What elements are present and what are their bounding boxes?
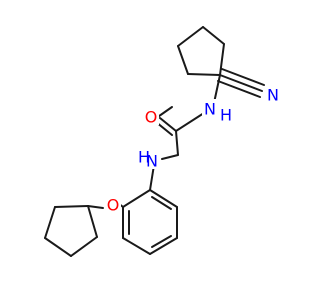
amine-nitrogen-label: N: [146, 152, 158, 171]
atom-o-ether: O: [105, 195, 121, 215]
amide-hydrogen-label: H: [220, 106, 232, 125]
bond-amide-n-to-carbonyl: [175, 112, 205, 132]
molecule-structure: N N H O H N O: [44, 26, 280, 257]
amide-nitrogen-label: N: [204, 100, 216, 119]
nitrile-bond: [217, 68, 265, 98]
amine-hydrogen-label: H: [138, 148, 150, 167]
atom-nh-amine: H N: [138, 148, 160, 171]
bond-amine-n-to-aryl: [149, 164, 155, 191]
atom-n-amide: N H: [202, 99, 232, 125]
bond-carbonyl-to-ch2: [175, 130, 179, 156]
benzene-ring: [122, 189, 178, 255]
bond-ring-to-amide-n: [213, 74, 221, 104]
bond-ether-o-to-cyclopentyl: [87, 205, 104, 209]
cyclopentane-ring-bottom: [44, 205, 98, 257]
ether-oxygen-label: O: [107, 196, 120, 215]
atom-o-carbonyl: O: [143, 107, 159, 127]
carbonyl-oxygen-label: O: [145, 108, 158, 127]
nitrile-nitrogen-label: N: [267, 86, 279, 105]
atom-n-nitrile: N: [266, 85, 280, 105]
cyclopentane-ring-top: [177, 26, 225, 76]
bond-ch2-to-amine-n: [161, 154, 179, 160]
